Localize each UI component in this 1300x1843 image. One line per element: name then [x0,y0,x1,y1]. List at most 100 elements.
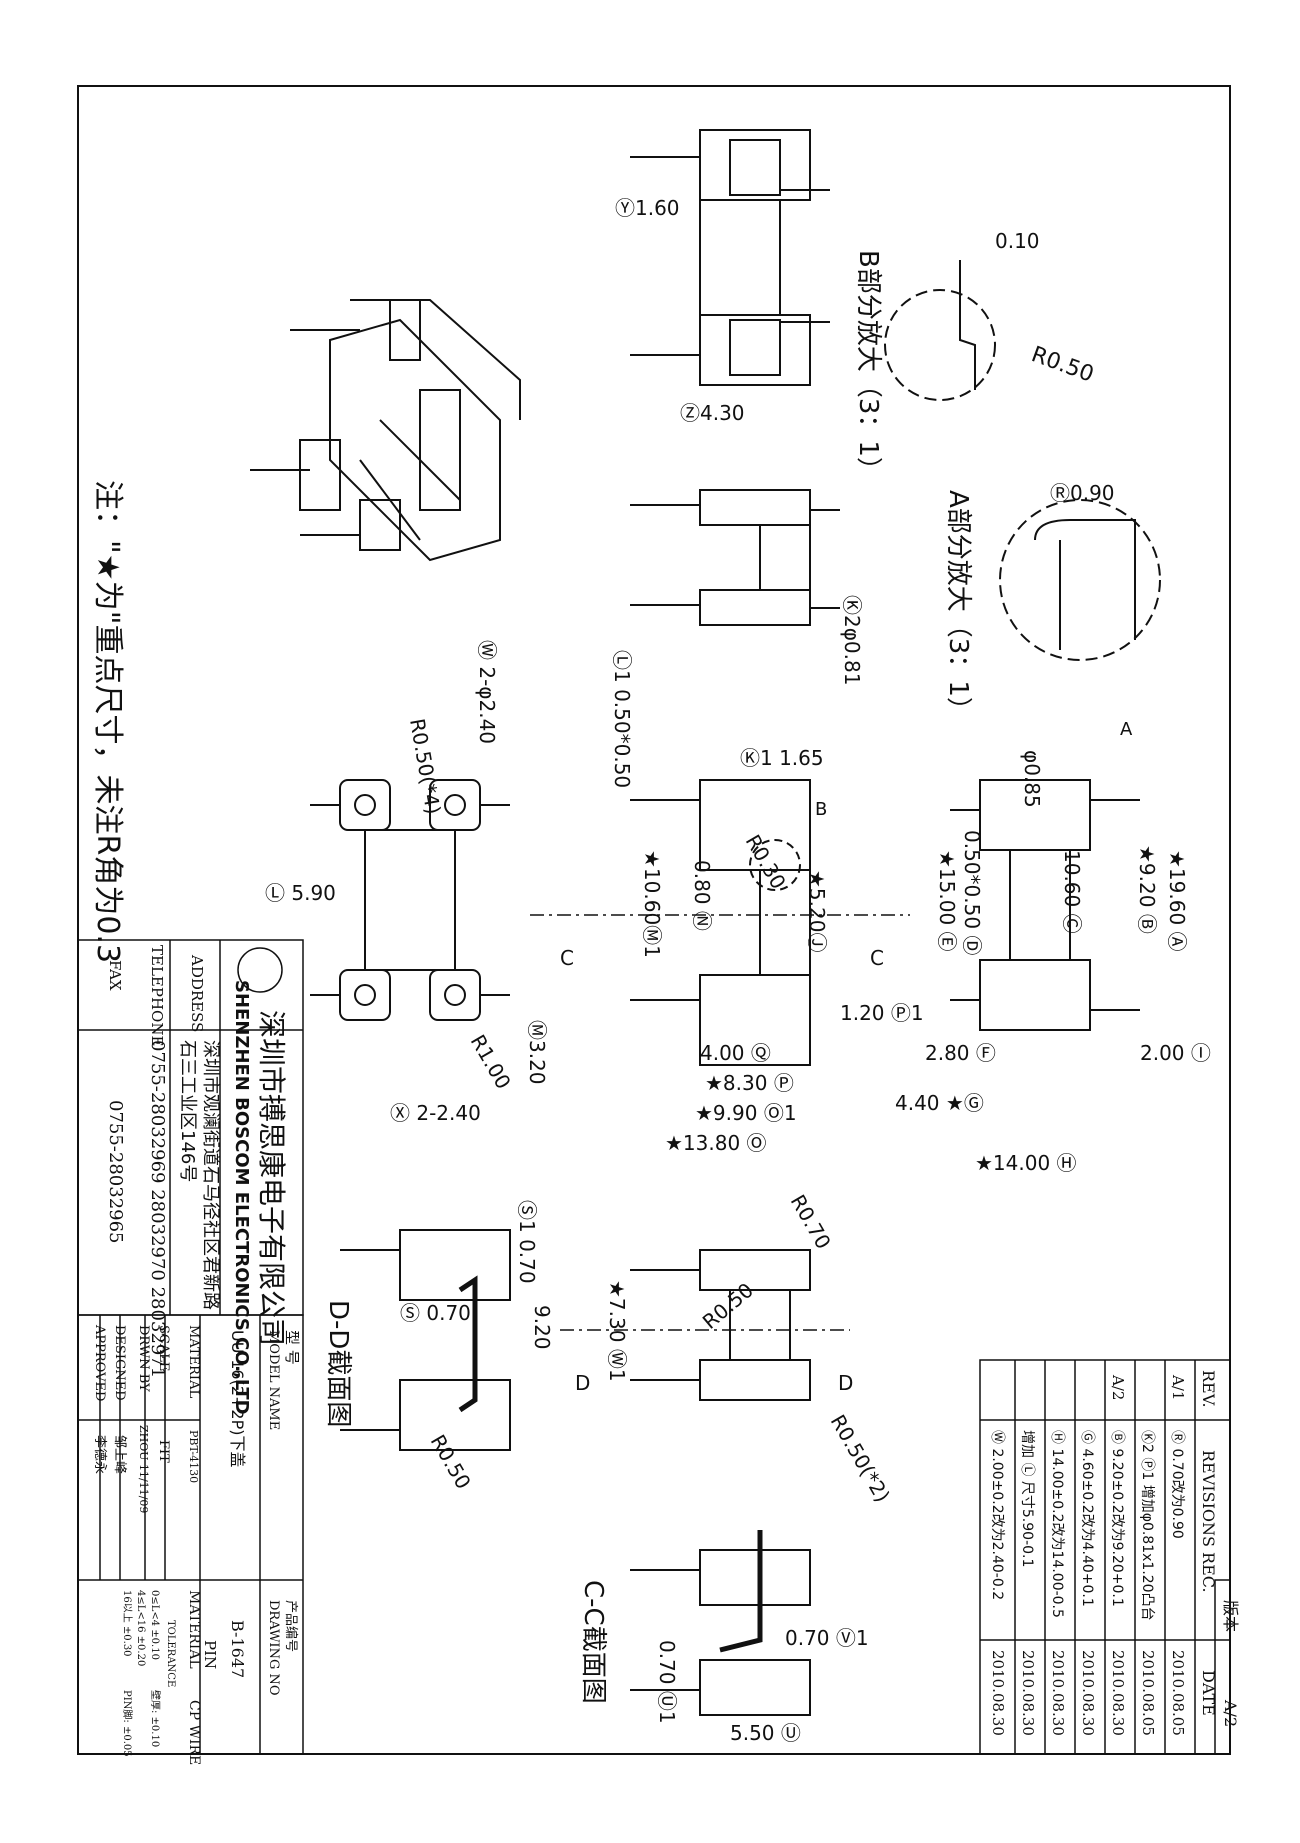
rev-row-date: 2010.08.30 [989,1650,1007,1736]
dim-r090: Ⓡ0.90 [1050,481,1115,505]
dim-r100: R1.00 [466,1031,516,1094]
dim-p1: 1.20 Ⓟ1 [840,1001,924,1025]
section-dd-view [340,1229,511,1451]
section-cc-title: C-C截面图 [578,1580,608,1704]
right-view [950,779,1140,1031]
scale-label: SCALE [156,1325,171,1371]
rev-row-date: 2010.08.30 [1049,1650,1067,1736]
drwn-label: DRWN BY [136,1325,151,1392]
approved-label: APPROVED [92,1324,107,1401]
dim-k1: Ⓚ1 1.65 [740,746,824,770]
pin-material-label: MATERIAL [186,1590,202,1669]
pin-label: PIN [201,1640,219,1669]
dim-l: Ⓛ 5.90 [265,881,336,905]
cut-c-left: C [560,946,574,970]
dim-r070: R0.70 [786,1191,836,1254]
dim-d: 0.50*0.50 Ⓓ [960,830,984,955]
pin-material-value: CP WIRE [186,1700,202,1765]
rev-row-rev: A/1 [1169,1374,1187,1400]
dim-l1: Ⓛ1 0.50*0.50 [610,650,634,788]
detail-b-title: B部分放大（3：1） [853,250,883,483]
dim-n: 0.80 Ⓝ [690,860,714,931]
detail-a-circle [999,499,1161,661]
dim-r050b: R0.50 [426,1431,476,1494]
cut-d-right: D [838,1371,853,1395]
drawing-label-cn: 产品编号 [283,1600,298,1652]
rev-row-date: 2010.08.30 [1109,1650,1127,1736]
dim-w1: ★7.30 Ⓦ1 [605,1280,629,1382]
rev-row-rev: A/2 [1109,1374,1127,1400]
dim-r050c: R0.50 [698,1278,758,1334]
dim-b-010: 0.10 [995,229,1040,253]
detail-b-profile [959,260,976,390]
dim-c: 10.60 Ⓒ [1060,850,1084,934]
rev-header-rev: REV. [1199,1370,1218,1408]
telephone-label: TELEPHONE [148,945,166,1046]
dim-phi085: φ0.85 [1020,750,1044,808]
note-text: 注："★为"重点尺寸，未注R角为0.3 [90,480,125,963]
telephone-value: 0755-28032969 28032970 28032971 [147,1040,168,1378]
cut-c-right: C [870,946,884,970]
rev-row-text: 增加 Ⓛ 尺寸5.90-0.1 [1019,1430,1035,1567]
address-line2: 石三工业区146号 [177,1040,198,1182]
tolerance-4: 壁厚: ±0.10 [149,1690,162,1747]
rev-row-date: 2010.08.30 [1079,1650,1097,1736]
rev-row-date: 2010.08.30 [1019,1650,1037,1736]
rev-row-text: Ⓗ 14.00±0.2改为14.00-0.5 [1049,1430,1065,1618]
rev-row-text: Ⓡ 0.70改为0.90 [1169,1430,1185,1539]
rev-row-date: 2010.08.05 [1139,1650,1157,1736]
company-name-cn: 深圳市搏思康电子有限公司 [255,1010,288,1346]
dim-y: Ⓨ1.60 [615,196,680,220]
model-label: MODEL NAME [266,1330,281,1430]
tolerance-2: 4≤L<16 ±0.20 [135,1590,146,1666]
drawing-label: DRAWING NO [266,1600,281,1696]
rev-header-rec: REVISIONS REC. [1199,1450,1218,1593]
label-b: B [815,799,827,820]
dim-x: Ⓧ 2-2.40 [390,1101,481,1125]
side-view-k2 [630,489,840,626]
dim-e: ★15.00 Ⓔ [935,850,959,952]
dim-a: ★19.60 Ⓐ [1165,850,1189,952]
dim-o1: ★9.90 Ⓞ1 [695,1101,797,1125]
dim-g: 4.40 ★Ⓖ [895,1091,984,1115]
rev-row-date: 2010.08.05 [1169,1650,1187,1736]
rev-row-text: Ⓑ 9.20±0.2改为9.20+0.1 [1109,1430,1125,1607]
isometric-view [250,299,521,562]
dim-b: ★9.20 Ⓑ [1135,845,1159,934]
cut-d-left: D [575,1371,590,1395]
address-label: ADDRESS [188,954,206,1032]
dim-f: 2.80 Ⓕ [925,1041,996,1065]
side-view-top [630,129,830,386]
company-name-en: SHENZHEN BOSCOM ELECTRONICS CO.,LTD [231,980,252,1415]
dim-j: ★5.20Ⓙ [805,870,829,952]
version-value: A/2 [1221,1699,1240,1727]
dim-b-r050: R0.50 [1028,342,1097,387]
dim-m: Ⓜ3.20 [525,1020,549,1085]
dim-o: ★13.80 Ⓞ [665,1131,767,1155]
designed-value: 邹上峰 [112,1435,128,1474]
title-block [77,1314,304,1755]
designed-label: DESIGNED [112,1325,127,1401]
detail-a-profile [1034,519,1136,650]
sheet-border [77,85,1231,1755]
dim-q: 4.00 Ⓠ [700,1041,771,1065]
dim-p: ★8.30 Ⓟ [705,1071,794,1095]
approved-value: 李德永 [92,1435,107,1474]
tolerance-1: 0≤L<4 ±0.10 [149,1590,160,1660]
dim-s: Ⓢ 0.70 [400,1301,471,1325]
front-view [630,779,811,1066]
tolerance-label: TOLERANCE [165,1620,176,1687]
label-a: A [1120,719,1133,740]
detail-a-title: A部分放大（3：1） [943,490,973,723]
detail-b-circle [884,289,996,401]
section-dd-title: D-D截面图 [323,1300,353,1427]
dim-r050x4: R0.50(*4) [405,717,445,816]
dim-m1: ★10.60Ⓜ1 [640,850,664,958]
side-view-w1 [630,1249,811,1401]
dim-s1: Ⓢ1 0.70 [515,1200,539,1284]
dim-k2: Ⓚ2φ0.81 [840,595,864,685]
dim-v1: 0.70 Ⓥ1 [785,1626,869,1650]
drawing-value: B-1647 [228,1620,247,1678]
